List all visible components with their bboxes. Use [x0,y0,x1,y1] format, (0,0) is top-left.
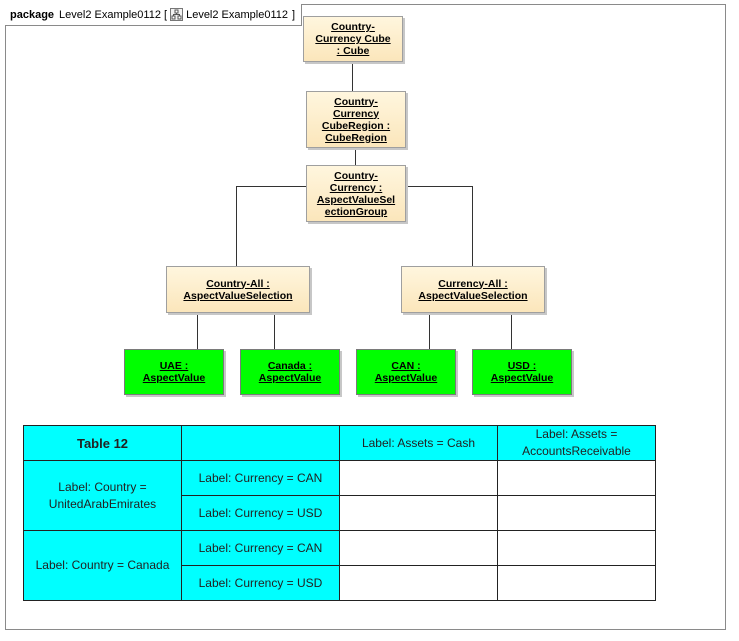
node-label-line: AspectValue [258,372,322,384]
node-label-line: ectionGroup [324,205,388,218]
node-label-line: CubeRegion [325,131,387,144]
diagram-name: Level2 Example0112 [186,8,288,21]
can-aspect-value-node[interactable]: CAN :AspectValue [356,349,456,395]
usd-aspect-value-node[interactable]: USD :AspectValue [472,349,572,395]
country-all-selection-node[interactable]: Country-All :AspectValueSelection [166,266,310,313]
node-label-line: UAE : [159,360,189,372]
node-label-line: AspectValue [374,372,438,384]
node-label-line: Country-All : [206,277,270,290]
node-label-line: Currency Cube [315,33,391,45]
node-label-line: Currency : [329,181,383,194]
node-label: CAN :AspectValue [375,360,437,384]
node-label: Currency-All :AspectValueSelection [418,278,527,302]
node-label-line: AspectValueSel [316,193,396,206]
diagram-icon [170,8,184,21]
node-label-line: : Cube [336,45,370,57]
package-tab: package Level2 Example0112 [ Level2 Exam… [5,4,303,26]
table-cell [339,460,498,496]
table-cell [339,495,498,531]
node-label-line: AspectValueSelection [418,289,528,302]
node-label-line: Country- [331,21,375,33]
node-label-line: CubeRegion : [321,119,391,132]
node-label: Country-All :AspectValueSelection [183,278,292,302]
node-label-line: Currency [332,107,380,120]
table-cell [497,495,656,531]
table-cell [497,460,656,496]
node-label-line: AspectValue [490,372,554,384]
table-cell [497,565,656,601]
connector-group-country [236,186,306,266]
node-label-line: USD : [507,360,537,372]
table-cell [339,530,498,566]
node-label-line: AspectValueSelection [183,289,293,302]
table-row: Label: Country = UnitedArabEmirates Labe… [23,460,656,531]
col-header-accounts-receivable: Label: Assets = AccountsReceivable [497,425,656,461]
table-12: Table 12 Label: Assets = Cash Label: Ass… [23,425,656,601]
row-header-currency-can: Label: Currency = CAN [181,530,340,566]
table-cell [497,530,656,566]
package-close: ] [292,8,296,21]
connector-group-currency [406,186,473,266]
node-label-line: AspectValue [142,372,206,384]
node-label: Canada :AspectValue [259,360,321,384]
node-label-line: Currency-All : [438,277,508,290]
node-label-line: CAN : [391,360,421,372]
table-cell [339,565,498,601]
node-label: UAE :AspectValue [143,360,205,384]
table-title-cell: Table 12 [23,425,182,461]
uae-aspect-value-node[interactable]: UAE :AspectValue [124,349,224,395]
row-header-country-canada: Label: Country = Canada [23,530,182,601]
node-label-line: Canada : [267,360,313,372]
table-row: Label: Currency = USD [24,565,656,601]
table-header-row: Table 12 Label: Assets = Cash Label: Ass… [23,425,656,461]
node-label: USD :AspectValue [491,360,553,384]
node-label-line: Country- [334,95,378,108]
row-header-currency-can: Label: Currency = CAN [181,460,340,496]
package-keyword: package [10,8,55,21]
col-header-cash: Label: Assets = Cash [339,425,498,461]
canada-aspect-value-node[interactable]: Canada :AspectValue [240,349,340,395]
package-name: Level2 Example0112 [ [59,8,168,21]
node-label: Country-Currency Cube: Cube [315,21,390,57]
node-label-line: Country- [334,169,378,182]
table-row: Label: Country = Canada Label: Currency … [23,530,656,601]
row-header-currency-usd: Label: Currency = USD [181,495,340,531]
row-header-country-uae: Label: Country = UnitedArabEmirates [23,460,182,531]
table-blank-header-cell [181,425,340,461]
currency-all-selection-node[interactable]: Currency-All :AspectValueSelection [401,266,545,313]
row-header-currency-usd: Label: Currency = USD [181,565,340,601]
country-currency-cube-node[interactable]: Country-Currency Cube: Cube [303,16,403,62]
table-row: Label: Currency = USD [24,495,656,531]
